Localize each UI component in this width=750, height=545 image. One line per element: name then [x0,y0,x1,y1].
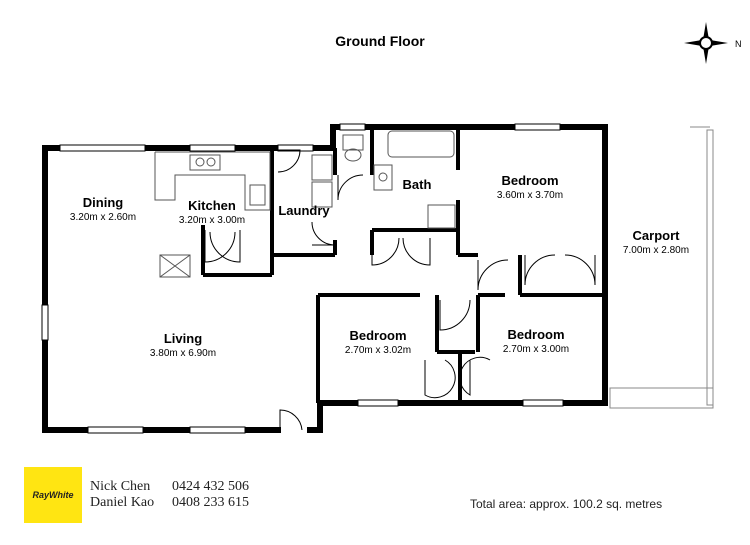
room-bedroom-3: Bedroom 2.70m x 3.00m [502,327,570,355]
carport-outline [609,126,714,409]
total-area: Total area: approx. 100.2 sq. metres [470,497,663,511]
room-bedroom-1: Bedroom 3.60m x 3.70m [496,173,564,201]
laundry-fixtures [311,154,333,208]
kitchen-fixtures [154,151,271,278]
bath-fixtures [342,130,456,229]
room-laundry: Laundry [278,203,330,218]
room-bath: Bath [402,177,432,192]
room-kitchen: Kitchen 3.20m x 3.00m [178,198,246,226]
windows [41,123,564,434]
svg-text:N: N [735,39,742,49]
room-bedroom-2: Bedroom 2.70m x 3.02m [344,328,412,356]
raywhite-logo: RayWhite [24,467,82,523]
room-carport: Carport 7.00m x 2.80m [622,228,690,256]
page-title: Ground Floor [335,33,425,49]
room-dining: Dining 3.20m x 2.60m [69,195,137,223]
room-living: Living 3.80m x 6.90m [149,331,217,359]
contact-phone-1: 0424 432 506 [172,479,249,494]
contact-phone-2: 0408 233 615 [172,495,249,510]
doors [204,149,596,431]
compass-rose-icon: N [678,18,744,68]
interior-walls [201,127,605,403]
contact-name-1: Nick Chen [90,479,151,494]
contact-name-2: Daniel Kao [90,495,155,510]
